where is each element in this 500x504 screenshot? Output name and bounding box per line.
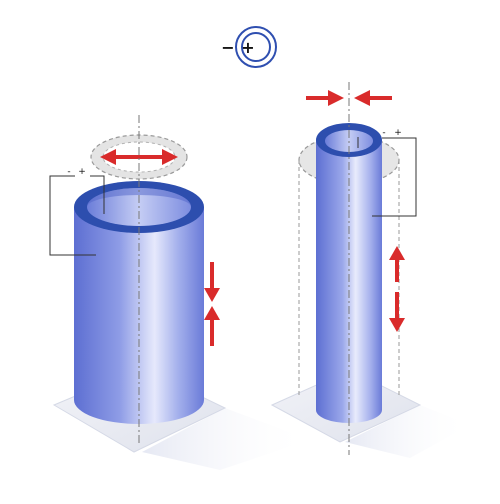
right-contraction-arrows [306, 90, 392, 106]
right-elongation-arrows [389, 246, 405, 332]
right-shadow [345, 405, 470, 458]
right-minus-label: - [382, 128, 385, 138]
left-tube-inner-shadow [87, 188, 191, 207]
legend-outer-ring [235, 26, 277, 68]
polarity-legend: − + [221, 26, 277, 68]
left-actuator: - + [49, 115, 310, 470]
legend-plus-label: + [241, 38, 254, 57]
left-compression-arrows [204, 262, 220, 346]
left-minus-label: - [67, 167, 70, 177]
left-tube-body [74, 207, 204, 424]
left-electrode-leads: - + [49, 167, 105, 256]
right-electrode-leads: - + [357, 128, 417, 217]
legend-minus-label: − [221, 38, 234, 57]
left-plus-label: + [78, 167, 86, 177]
legend-inner-ring [241, 32, 271, 62]
right-plus-label: + [394, 128, 402, 138]
right-actuator: - + [270, 82, 470, 458]
left-shadow [142, 408, 310, 470]
left-expansion-arrow [100, 149, 178, 165]
